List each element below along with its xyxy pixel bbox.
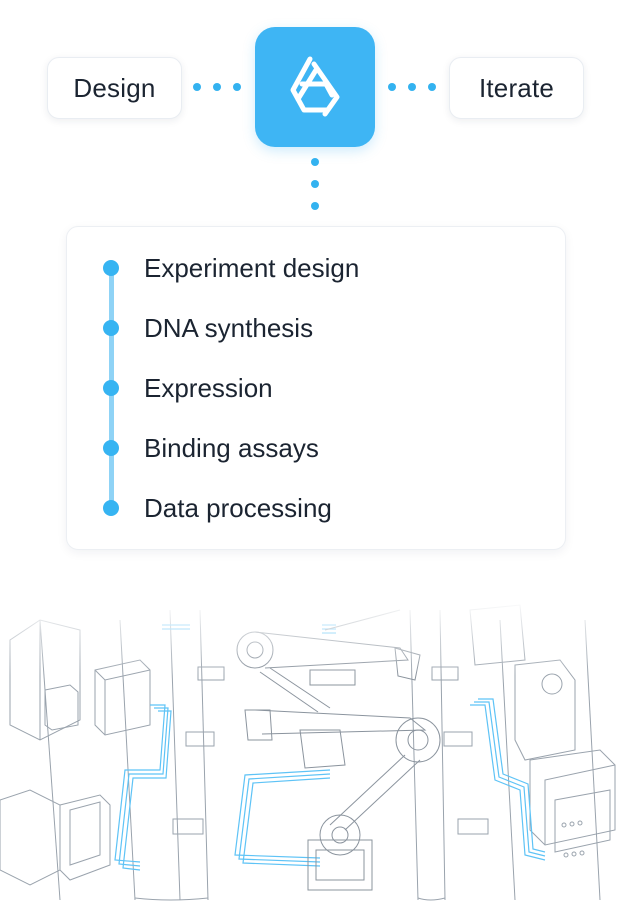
- step-label: Expression: [144, 372, 273, 403]
- logo-tile: [255, 27, 375, 147]
- step-experiment-design: Experiment design: [103, 253, 359, 283]
- connector-dots-right: [388, 83, 436, 91]
- step-label: DNA synthesis: [144, 312, 314, 343]
- iterate-pill: Iterate: [449, 57, 584, 119]
- step-bullet: [103, 500, 119, 516]
- iterate-label: Iterate: [478, 72, 555, 103]
- step-data-processing: Data processing: [103, 493, 332, 523]
- design-pill: Design: [47, 57, 182, 119]
- step-bullet: [103, 440, 119, 456]
- lab-robot-illustration: [0, 600, 630, 902]
- step-bullet: [103, 260, 119, 276]
- step-label: Data processing: [144, 492, 332, 523]
- step-dna-synthesis: DNA synthesis: [103, 313, 313, 343]
- triangle-loop-logo-icon: [290, 56, 340, 117]
- workflow-steps-card: [66, 226, 566, 550]
- step-expression: Expression: [103, 373, 273, 403]
- step-label: Experiment design: [144, 252, 360, 283]
- step-label: Binding assays: [144, 432, 319, 463]
- connector-dots-left: [193, 83, 241, 91]
- step-binding-assays: Binding assays: [103, 433, 319, 463]
- design-label: Design: [73, 72, 156, 103]
- connector-dots-vertical: [311, 158, 319, 210]
- step-bullet: [103, 380, 119, 396]
- step-bullet: [103, 320, 119, 336]
